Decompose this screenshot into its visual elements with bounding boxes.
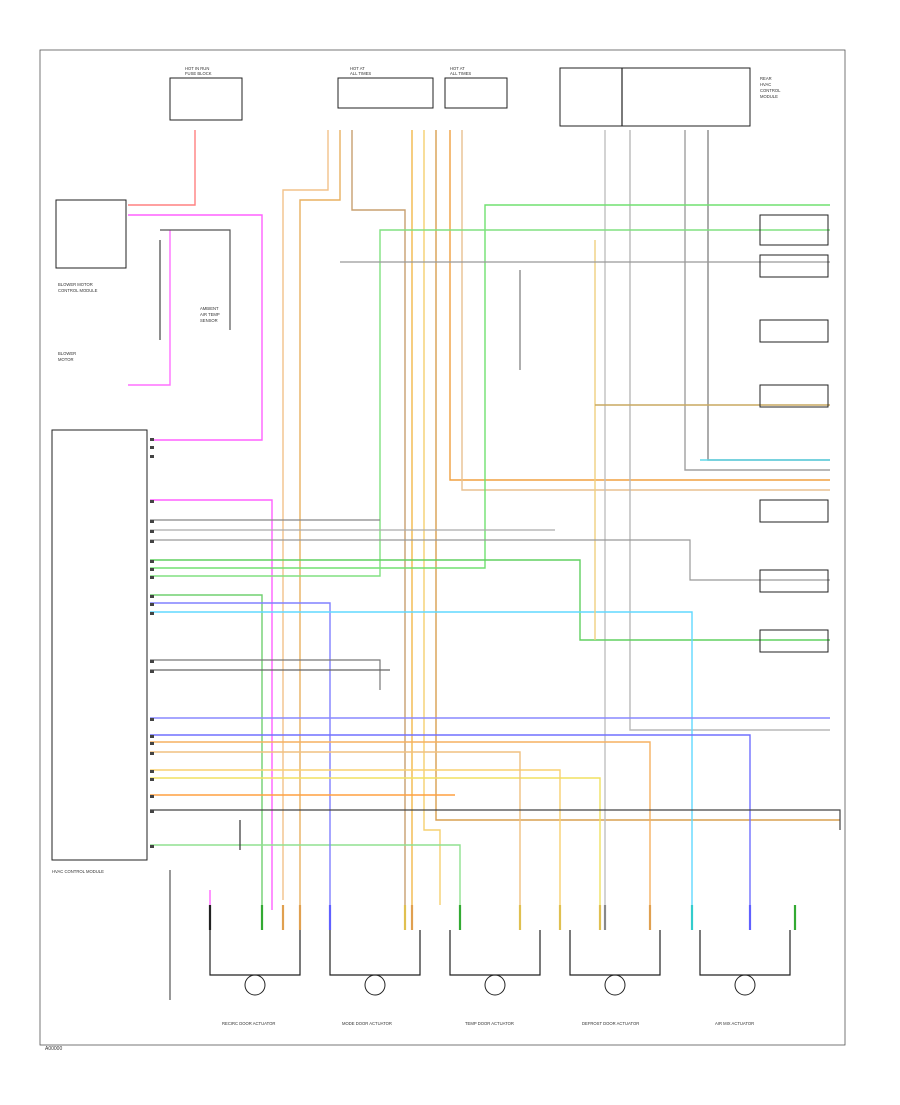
blower-motor: BLOWER MOTOR <box>58 351 76 362</box>
svg-text:HOT IN RUN: HOT IN RUN <box>185 66 209 71</box>
hvac-module-pins <box>150 438 154 848</box>
hvac-control-module: HVAC CONTROL MODULE <box>51 429 148 874</box>
bottom-connectors <box>208 905 797 930</box>
actuator-2: MODE DOOR ACTUATOR <box>329 930 421 1026</box>
svg-text:TEMP DOOR ACTUATOR: TEMP DOOR ACTUATOR <box>465 1021 514 1026</box>
svg-text:AMBIENT: AMBIENT <box>200 306 219 311</box>
fuse-box-2: HOT AT ALL TIMES <box>337 66 434 109</box>
svg-text:HOT AT: HOT AT <box>450 66 465 71</box>
actuator-4: DEFROST DOOR ACTUATOR <box>569 930 661 1026</box>
actuator-1: RECIRC DOOR ACTUATOR <box>209 930 301 1026</box>
svg-text:CONTROL: CONTROL <box>760 88 781 93</box>
svg-text:BLOWER: BLOWER <box>58 351 76 356</box>
svg-text:ALL TIMES: ALL TIMES <box>450 71 471 76</box>
wire-gray-group <box>150 229 841 1000</box>
svg-text:HVAC CONTROL MODULE: HVAC CONTROL MODULE <box>52 869 104 874</box>
svg-text:HOT AT: HOT AT <box>350 66 365 71</box>
svg-text:RECIRC DOOR ACTUATOR: RECIRC DOOR ACTUATOR <box>222 1021 275 1026</box>
blower-motor-control-module: BLOWER MOTOR CONTROL MODULE <box>55 199 127 293</box>
svg-text:MODULE: MODULE <box>760 94 778 99</box>
svg-text:REAR: REAR <box>760 76 772 81</box>
fuse-box-3: HOT AT ALL TIMES <box>444 66 508 109</box>
fuse-box-1: HOT IN RUN FUSE BLOCK <box>169 66 243 121</box>
diagram-frame <box>39 49 846 1046</box>
svg-text:HVAC: HVAC <box>760 82 771 87</box>
svg-text:FUSE BLOCK: FUSE BLOCK <box>185 71 212 76</box>
actuator-3: TEMP DOOR ACTUATOR <box>449 930 541 1026</box>
svg-text:CONTROL MODULE: CONTROL MODULE <box>58 288 98 293</box>
svg-text:AIR MIX ACTUATOR: AIR MIX ACTUATOR <box>715 1021 754 1026</box>
right-sensor-boxes <box>759 214 829 653</box>
wire-green-group <box>150 204 830 905</box>
svg-text:AIR TEMP: AIR TEMP <box>200 312 220 317</box>
footer-code: A00000 <box>45 1046 62 1052</box>
wire-pink-group <box>128 130 273 915</box>
svg-text:MODE DOOR ACTUATOR: MODE DOOR ACTUATOR <box>342 1021 392 1026</box>
wire-yellow-group <box>150 240 830 905</box>
svg-text:MOTOR: MOTOR <box>58 357 74 362</box>
svg-text:BLOWER MOTOR: BLOWER MOTOR <box>58 282 93 287</box>
rear-hvac-module-box: REAR HVAC CONTROL MODULE <box>559 67 781 127</box>
wire-blue-group <box>150 459 830 905</box>
actuator-5: AIR MIX ACTUATOR <box>699 930 791 1026</box>
ambient-temp-sensor: AMBIENT AIR TEMP SENSOR <box>200 306 220 323</box>
wire-bundle-top <box>282 130 840 905</box>
svg-text:ALL TIMES: ALL TIMES <box>350 71 371 76</box>
svg-text:SENSOR: SENSOR <box>200 318 218 323</box>
svg-text:DEFROST DOOR ACTUATOR: DEFROST DOOR ACTUATOR <box>582 1021 639 1026</box>
